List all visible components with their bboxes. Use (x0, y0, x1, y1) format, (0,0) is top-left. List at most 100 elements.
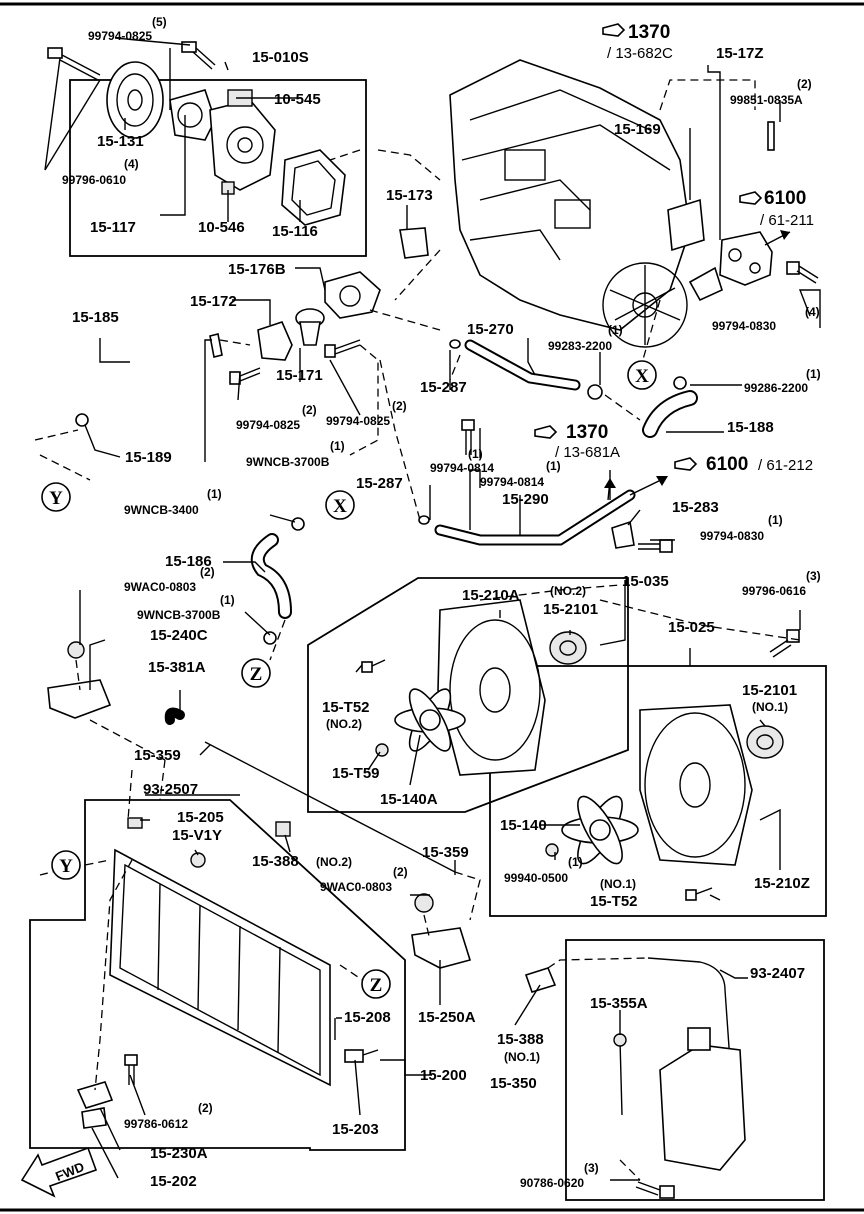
label-10-546: 10-546 (198, 219, 245, 236)
label-15-169: 15-169 (614, 121, 661, 138)
engine-block (449, 59, 691, 348)
label-no2-b: (NO.2) (326, 717, 362, 731)
clip-15-388-no2 (275, 821, 291, 837)
connector-y-bottom: Y (51, 850, 81, 880)
label-99286-qty: (1) (806, 367, 821, 381)
label-no1-a: (NO.1) (752, 700, 788, 714)
fan-shroud-15-210Z (639, 704, 753, 866)
connector-y-bottom-label: Y (59, 856, 73, 877)
fan-no1-box (489, 665, 827, 917)
label-15-171: 15-171 (276, 367, 323, 384)
label-99794-0825-b: 99794-0825 (236, 418, 300, 432)
label-15-230A: 15-230A (150, 1145, 208, 1162)
label-15-173: 15-173 (386, 187, 433, 204)
label-15-188: 15-188 (727, 419, 774, 436)
water-pump-15-117 (169, 89, 276, 191)
connector-y-top-label: Y (49, 488, 63, 509)
label-15-240C: 15-240C (150, 627, 208, 644)
radiator-box (29, 799, 406, 1151)
label-9WNCB-3400: 9WNCB-3400 (124, 503, 199, 517)
label-6100-b: 6100 (706, 454, 748, 475)
tube-93-2507 (204, 741, 456, 873)
label-9WAC0-0803-b: 9WAC0-0803 (320, 880, 392, 894)
reservoir-box (565, 939, 825, 1201)
label-no1-b: (NO.1) (600, 877, 636, 891)
label-15-388-b: 15-388 (497, 1031, 544, 1048)
bolt-99796-0610 (47, 47, 101, 81)
labels: (5) 99794-0825 15-010S 10-545 15-131 (4)… (62, 15, 821, 1190)
label-99286-2200: 99286-2200 (744, 381, 808, 395)
label-15-208: 15-208 (344, 1009, 391, 1026)
connector-y-top: Y (41, 482, 71, 512)
fan-shroud-15-210A (437, 599, 546, 776)
screw-15-T52-no1 (685, 887, 713, 901)
thermostat-housing-15-176B (324, 271, 381, 319)
label-15-202: 15-202 (150, 1173, 197, 1190)
nut-15-V1Y (190, 852, 206, 868)
label-15-T52-a: 15-T52 (322, 699, 370, 716)
pointer-icon-1370-a (602, 23, 626, 37)
bracket-15-250A (411, 927, 472, 969)
bolt-99794-0814 (461, 419, 475, 455)
gasket-15-173 (399, 227, 429, 259)
screw-15-T52-no2 (361, 659, 386, 673)
label-15-T59: 15-T59 (332, 765, 380, 782)
label-1370-a-ref: / 13-682C (607, 45, 673, 62)
label-99796-0610-qty: (4) (124, 157, 139, 171)
label-1370-a: 1370 (628, 22, 670, 43)
label-15-200: 15-200 (420, 1067, 467, 1084)
label-15-185: 15-185 (72, 309, 119, 326)
label-15-2101-b: 15-2101 (742, 682, 797, 699)
label-9WNCB-3700B-a-qty: (1) (330, 439, 345, 453)
label-10-545: 10-545 (274, 91, 321, 108)
reservoir-tank (659, 1027, 746, 1171)
label-99794-0814-b: 99794-0814 (480, 475, 544, 489)
hose-15-381A (164, 707, 185, 725)
label-9WNCB-3700B-b: 9WNCB-3700B (137, 608, 221, 622)
label-99794-0814-a-qty: (1) (468, 447, 483, 461)
label-93-2507: 93-2507 (143, 781, 198, 798)
hose-93-2407 (647, 957, 733, 1091)
label-99796-0616: 99796-0616 (742, 584, 806, 598)
label-6100-b-ref: / 61-212 (758, 457, 813, 474)
label-9WAC0-0803-b-qty: (2) (393, 865, 408, 879)
bolt-99786-0612 (124, 1054, 138, 1085)
connector-x-mid: X (325, 490, 355, 520)
label-99794-0825-top-qty: (5) (152, 15, 167, 29)
pulley-15-131 (106, 61, 164, 139)
label-15-189: 15-189 (125, 449, 172, 466)
fan-no2-box (307, 577, 629, 813)
connector-z-bottom-label: Z (370, 975, 383, 996)
label-99796-0616-qty: (3) (806, 569, 821, 583)
label-6100-a: 6100 (764, 188, 806, 209)
label-93-2407: 93-2407 (750, 965, 805, 982)
label-15-117: 15-117 (90, 219, 136, 236)
label-9WAC0-0803-a-qty: (2) (200, 565, 215, 579)
label-99794-0825-c: 99794-0825 (326, 414, 390, 428)
fan-motor-15-2101-no1 (746, 725, 784, 759)
connector-z-mid-label: Z (250, 664, 263, 685)
thermostat-15-171 (295, 308, 325, 346)
label-15-2101-a: 15-2101 (543, 601, 598, 618)
label-99794-0830-qty: (4) (805, 305, 820, 319)
level-gauge-15-355A (619, 1039, 623, 1116)
label-90786-0620: 90786-0620 (520, 1176, 584, 1190)
label-no1-c: (NO.1) (504, 1050, 540, 1064)
label-99283-2200: 99283-2200 (548, 339, 612, 353)
gasket-15-169 (667, 198, 705, 252)
label-15-035: 15-035 (622, 573, 669, 590)
mount-15-230A (76, 1081, 114, 1109)
dash-thermo (219, 339, 421, 521)
bolt-99794-0830 (786, 261, 819, 284)
label-15-205: 15-205 (177, 809, 224, 826)
arrow-head-6100-b (656, 476, 668, 486)
pointer-icon-1370-b (534, 425, 558, 439)
label-15-172: 15-172 (190, 293, 237, 310)
cover-15-172 (257, 321, 293, 361)
label-15-283: 15-283 (672, 499, 719, 516)
pipe-15-290-inner (436, 491, 634, 544)
label-9WNCB-3700B-b-qty: (1) (220, 593, 235, 607)
label-15-287-b: 15-287 (356, 475, 403, 492)
label-15-186: 15-186 (165, 553, 212, 570)
